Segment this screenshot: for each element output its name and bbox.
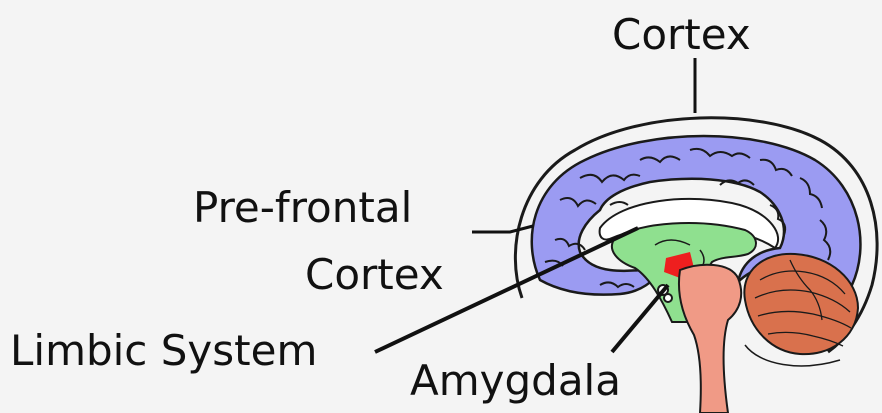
limbic-system-label: Limbic System bbox=[10, 330, 317, 372]
amygdala-label: Amygdala bbox=[410, 360, 621, 402]
prefrontal-label-line2: Cortex bbox=[305, 254, 444, 296]
pituitary-node-2 bbox=[664, 294, 672, 302]
prefrontal-pointer bbox=[472, 226, 533, 232]
cortex-label: Cortex bbox=[612, 14, 751, 56]
brainstem-region bbox=[679, 265, 741, 413]
prefrontal-label-line1: Pre-frontal bbox=[193, 187, 412, 229]
